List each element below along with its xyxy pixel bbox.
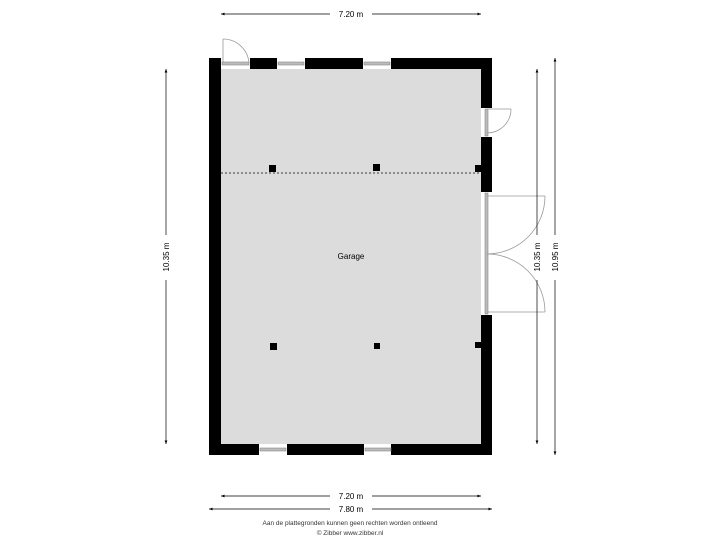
dimension-top: 7.20 m — [221, 10, 481, 19]
column — [475, 342, 481, 348]
column — [270, 343, 277, 350]
dimension-bottom-outer-label: 7.80 m — [339, 505, 364, 514]
door-top-left — [221, 38, 250, 66]
column — [475, 165, 481, 172]
dimension-right-outer-label: 10.95 m — [551, 242, 560, 271]
dimension-right-inner: 10.35 m — [533, 69, 542, 444]
dimension-right-inner-label: 10.35 m — [533, 242, 542, 271]
dimension-bottom-inner: 7.20 m — [221, 492, 481, 501]
disclaimer: Aan de plattegronden kunnen geen rechten… — [263, 520, 438, 527]
dimension-left: 10.35 m — [162, 69, 171, 444]
copyright: © Zibber www.zibber.nl — [317, 529, 384, 537]
walls — [209, 58, 492, 455]
dimension-left-label: 10.35 m — [162, 242, 171, 271]
garage-floor — [221, 69, 481, 444]
dimension-bottom-inner-label: 7.20 m — [339, 492, 364, 501]
dimension-top-label: 7.20 m — [339, 10, 364, 19]
column — [269, 165, 276, 172]
dimension-bottom-outer: 7.80 m — [209, 505, 492, 514]
windows — [259, 61, 392, 452]
column — [374, 343, 380, 349]
double-door-right — [484, 192, 546, 315]
room-label: Garage — [338, 252, 365, 261]
door-right-small — [484, 108, 512, 137]
dimension-right-outer: 10.95 m — [551, 58, 560, 455]
column — [373, 164, 380, 171]
columns — [269, 164, 481, 350]
